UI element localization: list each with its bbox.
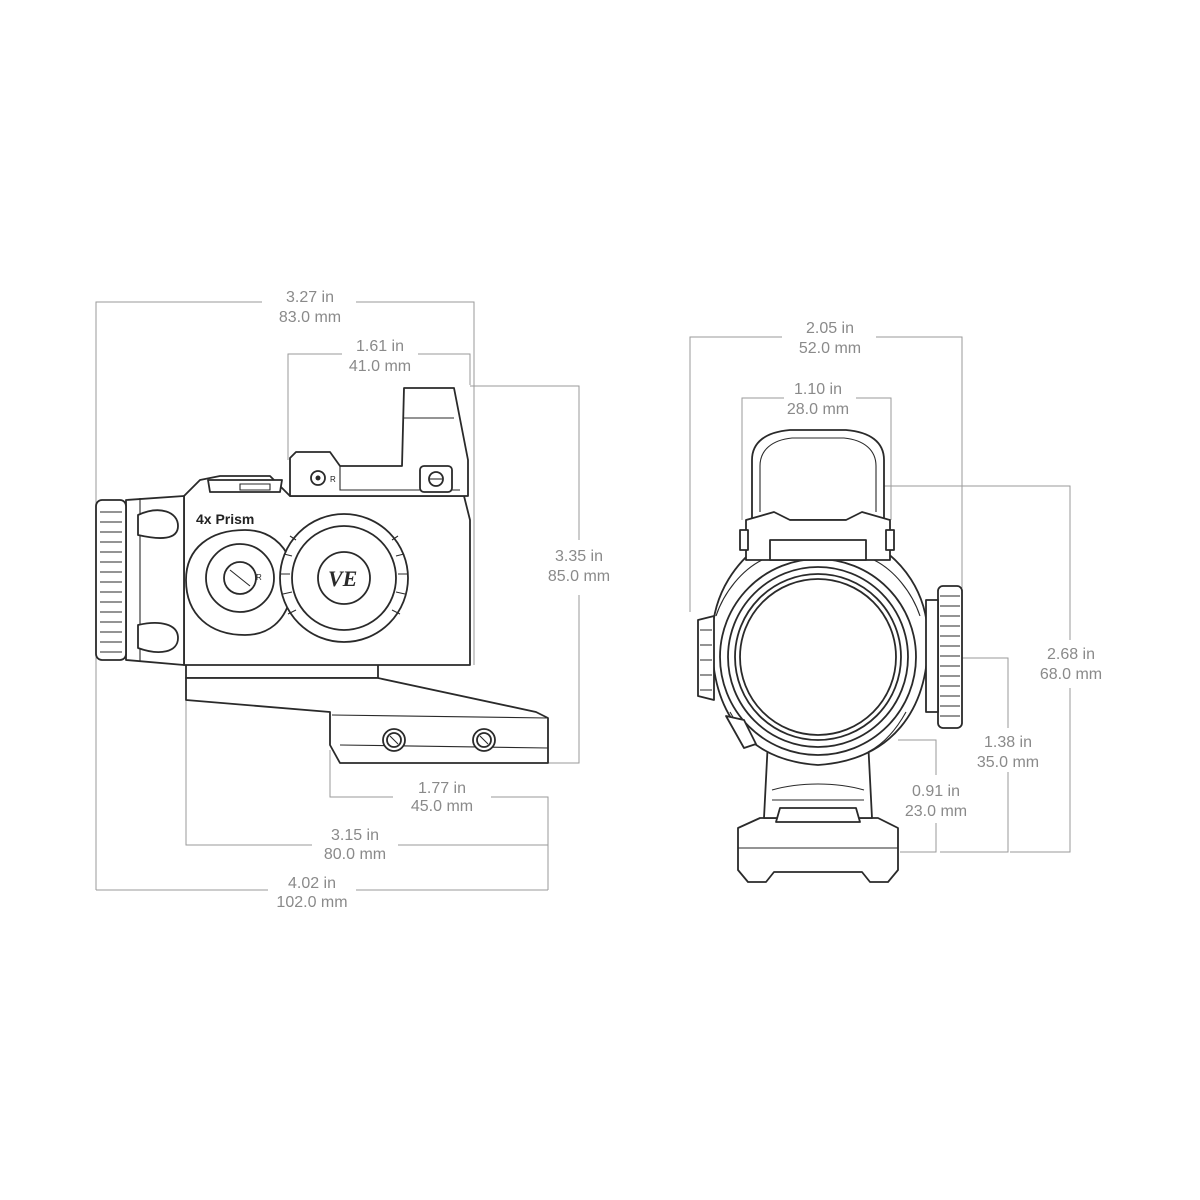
dim-total-height-in: 2.68 in <box>1047 646 1095 663</box>
dim-height-in: 3.35 in <box>555 548 603 565</box>
front-red-dot-hood <box>751 429 885 521</box>
dim-overall-length-in: 4.02 in <box>288 875 336 892</box>
side-illumination-r-marking: R <box>256 573 262 582</box>
side-mount-arm <box>185 677 549 764</box>
front-view-optic <box>697 429 963 883</box>
dim-front-red-dot-in: 1.10 in <box>794 381 842 398</box>
dim-mount-length-in: 3.15 in <box>331 827 379 844</box>
dim-mount-length-mm: 80.0 mm <box>324 846 386 863</box>
side-view-dimensions: 3.27 in 83.0 mm 1.61 in 41.0 mm 3.35 in … <box>95 289 610 911</box>
side-red-dot-r-marking: R <box>330 475 336 484</box>
side-view-optic: R 4x Prism R VE <box>95 387 549 764</box>
dim-base-length-in: 1.77 in <box>418 780 466 797</box>
front-left-turret <box>697 615 715 701</box>
side-illumination-knob: R <box>185 529 291 636</box>
dim-base-length-mm: 45.0 mm <box>411 798 473 815</box>
dim-overall-length-mm: 102.0 mm <box>276 894 347 911</box>
side-mount-screw-2 <box>472 728 496 752</box>
dim-front-red-dot-mm: 28.0 mm <box>787 401 849 418</box>
side-mount-screw-1 <box>382 728 406 752</box>
dim-overall-width-in: 2.05 in <box>806 320 854 337</box>
dim-overall-width-mm: 52.0 mm <box>799 340 861 357</box>
side-diopter-knurling <box>100 511 122 653</box>
dim-height-mm: 85.0 mm <box>548 568 610 585</box>
front-right-turret <box>937 585 963 729</box>
front-mount-clamp <box>737 817 899 883</box>
side-main-turret: VE <box>279 513 409 643</box>
side-brand-logo: VE <box>328 566 357 591</box>
dim-red-dot-width-in: 1.61 in <box>356 338 404 355</box>
dim-total-height-mm: 68.0 mm <box>1040 666 1102 683</box>
side-prism-engraving: 4x Prism <box>196 511 254 527</box>
dim-overall-top-mm: 83.0 mm <box>279 309 341 326</box>
dim-red-dot-width-mm: 41.0 mm <box>349 358 411 375</box>
dim-mount-height-in: 0.91 in <box>912 783 960 800</box>
dim-bore-height-mm: 35.0 mm <box>977 754 1039 771</box>
side-diopter-ring <box>95 499 127 661</box>
dim-mount-height-mm: 23.0 mm <box>905 803 967 820</box>
front-objective-lens <box>739 578 897 736</box>
dim-overall-top-in: 3.27 in <box>286 289 334 306</box>
dim-bore-height-in: 1.38 in <box>984 734 1032 751</box>
